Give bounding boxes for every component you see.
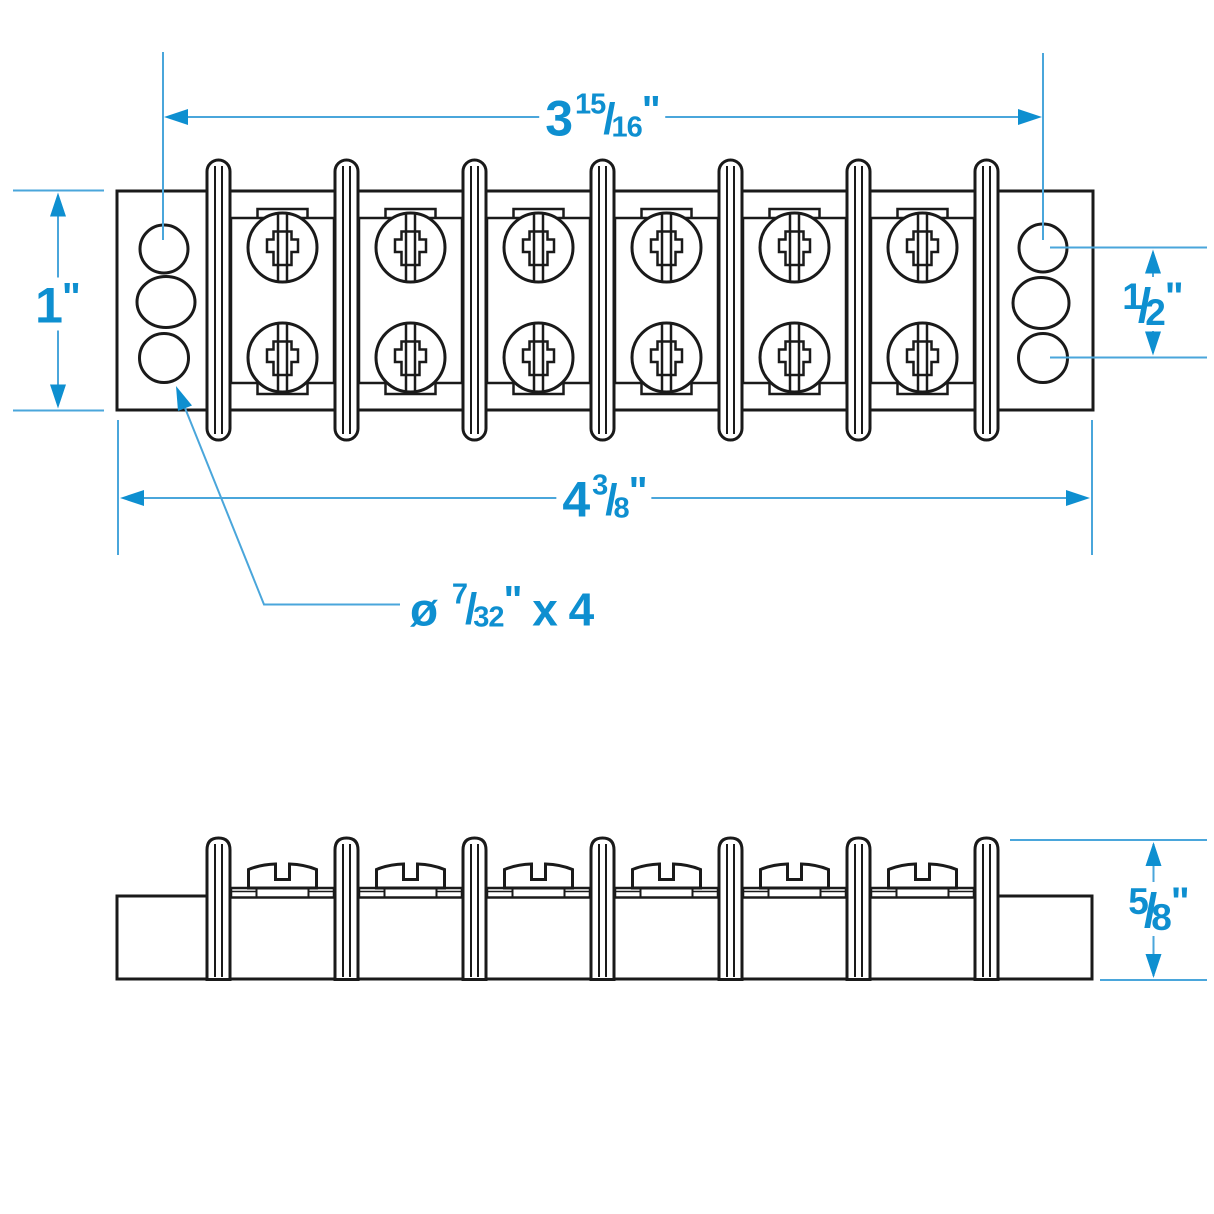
terminal-cell-side: [869, 862, 976, 899]
terminal-cell: [487, 209, 590, 394]
terminal-cell-side: [613, 862, 720, 899]
fraction-slash: /: [1143, 885, 1157, 938]
barrier-side-view: [717, 836, 744, 981]
dimension-label-hole-offset: 1/2": [1116, 275, 1188, 333]
top-view: [115, 158, 1095, 442]
terminal-cell-side: [485, 862, 592, 899]
arrowhead-down: [50, 384, 66, 409]
dimension-label-hole-diameter: ø 7/32" x 4: [404, 578, 600, 636]
arrowhead-right: [1018, 109, 1042, 125]
dimension-arrows: [50, 109, 1162, 978]
barrier: [589, 158, 616, 442]
arrowhead-up: [1145, 249, 1161, 274]
dim-numerator: 15: [575, 88, 606, 121]
dimension-label-profile-height: 5/8": [1122, 880, 1194, 938]
dim-numerator: 1: [1122, 276, 1143, 317]
dim-denominator: 32: [473, 601, 504, 634]
arrowhead-down: [1145, 331, 1161, 356]
dim-numerator: 5: [1128, 881, 1149, 922]
barrier: [973, 158, 1000, 442]
arrowhead-left: [164, 109, 188, 125]
barrier: [845, 158, 872, 442]
barrier-side-view: [205, 836, 232, 981]
leader-arrowhead: [176, 386, 192, 411]
wire-hole: [135, 275, 197, 329]
inch-mark: ": [628, 469, 648, 514]
terminal-cell: [231, 209, 334, 394]
barrier-side-view: [589, 836, 616, 981]
dim-numerator: 3: [592, 469, 608, 502]
terminal-cell: [359, 209, 462, 394]
fraction-slash: /: [465, 584, 477, 634]
dim-whole: 1: [35, 277, 63, 334]
dimension-label-block-height: 1": [29, 275, 85, 334]
diameter-symbol: ø: [410, 583, 449, 636]
barrier: [717, 158, 744, 442]
arrowhead-up: [1145, 842, 1162, 866]
terminal-cell: [871, 209, 974, 394]
dim-numerator: 7: [451, 578, 468, 611]
barrier-side-view: [845, 836, 872, 981]
barrier-side-view: [333, 836, 360, 981]
fraction-slash: /: [605, 475, 617, 525]
terminal-cell-side: [741, 862, 848, 899]
barrier: [461, 158, 488, 442]
inch-mark: ": [1164, 275, 1184, 319]
arrowhead-right: [1066, 490, 1090, 506]
terminal-cell: [615, 209, 718, 394]
barrier: [333, 158, 360, 442]
leader-line: [180, 397, 400, 606]
fraction-slash: /: [603, 94, 615, 144]
terminal-cell: [743, 209, 846, 394]
barrier: [205, 158, 232, 442]
fraction-slash: /: [1137, 280, 1151, 333]
arrowhead-down: [1145, 954, 1162, 978]
inch-mark: ": [1170, 880, 1190, 924]
inch-mark: ": [641, 88, 661, 133]
side-view: [115, 836, 1094, 981]
dim-denominator: 16: [611, 111, 643, 144]
dim-denominator: 8: [1151, 897, 1172, 938]
dim-quantity: x 4: [520, 583, 594, 636]
terminal-cell-side: [357, 862, 464, 899]
dim-denominator: 2: [1145, 292, 1166, 333]
barrier-side-view: [461, 836, 488, 981]
dim-whole: 4: [562, 471, 590, 528]
wire-hole: [1011, 276, 1071, 330]
inch-mark: ": [503, 578, 523, 623]
barrier-side-view: [973, 836, 1000, 981]
arrowhead-up: [50, 192, 66, 217]
dim-denominator: 8: [613, 492, 630, 525]
dim-whole: 3: [545, 90, 573, 147]
inch-mark: ": [61, 275, 81, 320]
mounting-hole: [138, 332, 190, 384]
terminal-cell-side: [229, 862, 336, 899]
arrowhead-left: [120, 490, 144, 506]
